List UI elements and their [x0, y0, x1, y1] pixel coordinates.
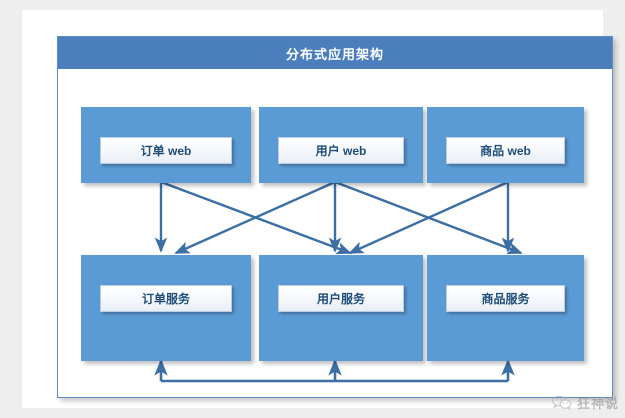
- node-user-web-label: 用户 web: [315, 144, 367, 158]
- connector-user-web-to-product-service: [334, 180, 523, 255]
- node-product-web-label: 商品 web: [480, 144, 531, 158]
- node-product-web[interactable]: 商品 web: [427, 107, 584, 183]
- page-canvas: 分布式应用架构: [22, 10, 613, 408]
- watermark: 狂神说: [552, 393, 619, 412]
- node-order-web-label-plate: 订单 web: [100, 137, 232, 164]
- diagram-body: 订单 web 用户 web 商品 web 订单服务: [58, 69, 612, 397]
- architecture-diagram-container: 分布式应用架构: [57, 36, 613, 398]
- node-product-service[interactable]: 商品服务: [427, 255, 584, 361]
- node-order-service[interactable]: 订单服务: [81, 255, 251, 361]
- node-user-service-label: 用户服务: [316, 292, 365, 306]
- wechat-icon: [552, 395, 572, 410]
- node-order-web[interactable]: 订单 web: [81, 107, 251, 183]
- node-order-web-label: 订单 web: [140, 144, 192, 158]
- diagram-title-bar: 分布式应用架构: [58, 37, 612, 69]
- node-user-web-label-plate: 用户 web: [278, 137, 404, 164]
- node-user-service-label-plate: 用户服务: [278, 285, 404, 312]
- node-product-service-label-plate: 商品服务: [446, 285, 565, 312]
- connector-product-web-to-user-service: [348, 180, 509, 255]
- connector-order-web-to-user-service: [160, 180, 352, 255]
- watermark-text: 狂神说: [576, 396, 619, 411]
- node-order-service-label-plate: 订单服务: [100, 285, 232, 312]
- node-user-web[interactable]: 用户 web: [259, 107, 423, 183]
- connector-user-web-to-order-service: [174, 180, 336, 255]
- node-order-service-label: 订单服务: [141, 292, 190, 306]
- node-product-service-label: 商品服务: [481, 292, 530, 306]
- page-title: 分布式应用架构: [285, 46, 384, 62]
- node-user-service[interactable]: 用户服务: [259, 255, 423, 361]
- node-product-web-label-plate: 商品 web: [446, 137, 565, 164]
